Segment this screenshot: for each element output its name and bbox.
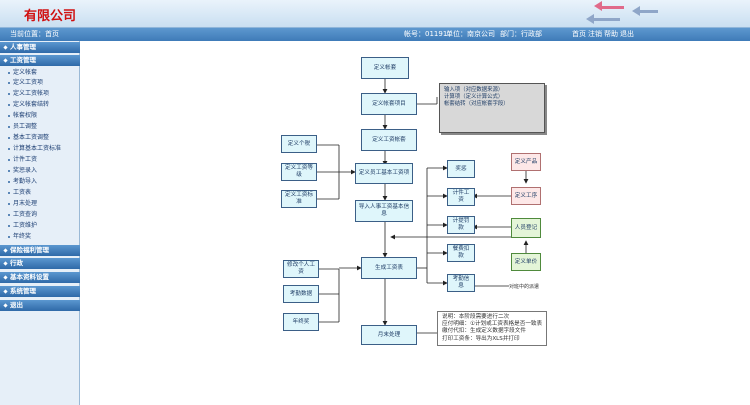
bullet-icon xyxy=(8,92,10,95)
sidebar-cat-system[interactable]: 系统管理 xyxy=(0,286,80,297)
flow-process-notes: 说明：本阶段需要进行二次 应付明细：①计划或工资表格是否一致表 缴付代扣：生成定… xyxy=(437,311,548,346)
home-link[interactable]: 首页 xyxy=(572,30,586,38)
flow-base-wage-items[interactable]: 定义员工基本工资项 xyxy=(355,163,413,184)
flow-define-items[interactable]: 定义帐套项目 xyxy=(361,93,417,115)
note-line: 应付明细：①计划或工资表格是否一致表 xyxy=(442,321,543,328)
sidebar-item[interactable]: 基本工资调整 xyxy=(8,133,49,142)
item-type-line: 帐套结转（对应帐套字段） xyxy=(444,101,509,107)
flow-generate-sheet[interactable]: 生成工资表 xyxy=(361,257,417,279)
sidebar-item[interactable]: 计算基本工资标准 xyxy=(8,144,61,153)
decor-arrow-icon xyxy=(586,14,594,24)
flow-item-types: 输入项（对应数据来源） 计算项（定义计算公式） 帐套结转（对应帐套字段） xyxy=(439,83,545,133)
flow-define-price[interactable]: 定义单价 xyxy=(511,253,541,271)
sidebar-item[interactable]: 奖惩录入 xyxy=(8,166,37,175)
decor-arrow-icon xyxy=(632,6,640,16)
sidebar-item[interactable]: 定义帐套 xyxy=(8,68,37,77)
bullet-icon xyxy=(8,114,10,117)
bullet-icon xyxy=(8,81,10,84)
sidebar-item[interactable]: 定义工资项 xyxy=(8,78,43,87)
sidebar-cat-welfare[interactable]: 保险福利管理 xyxy=(0,245,80,256)
flow-piece-wage[interactable]: 计件工资 xyxy=(447,188,475,206)
menu-icon xyxy=(3,57,8,63)
sidebar-item[interactable]: 定义帐套结转 xyxy=(8,100,49,109)
header-banner: 有限公司 xyxy=(0,0,750,28)
item-type-line: 计算项（定义计算公式） xyxy=(444,94,504,100)
flow-reward-punish[interactable]: 奖惩 xyxy=(447,160,475,178)
sidebar-cat-payroll[interactable]: 工资管理 xyxy=(0,55,80,66)
menu-icon xyxy=(3,44,8,50)
flow-fines[interactable]: 计提罚款 xyxy=(447,216,475,234)
note-line: 说明：本阶段需要进行二次 xyxy=(442,314,510,320)
bullet-icon xyxy=(8,71,10,74)
sidebar-item[interactable]: 计件工资 xyxy=(8,155,37,164)
exit-link[interactable]: 退出 xyxy=(620,30,634,38)
sidebar-cat-admin[interactable]: 行政 xyxy=(0,258,80,269)
flow-attendance-info[interactable]: 考勤信息 xyxy=(447,274,475,292)
sidebar-item[interactable]: 帐套权限 xyxy=(8,111,37,120)
flow-year-end[interactable]: 年终奖 xyxy=(283,313,319,331)
bullet-icon xyxy=(8,158,10,161)
flow-define-product[interactable]: 定义产品 xyxy=(511,153,541,171)
flow-define-grade[interactable]: 定义工资等级 xyxy=(281,163,317,181)
bullet-icon xyxy=(8,103,10,106)
menu-icon xyxy=(3,288,8,294)
menu-icon xyxy=(3,274,8,280)
flowchart-connectors xyxy=(317,79,529,334)
flowchart-area: 定义帐套 定义帐套项目 定义工资帐套 输入项（对应数据来源） 计算项（定义计算公… xyxy=(81,41,750,405)
sidebar: 人事管理 工资管理 定义帐套 定义工资项 定义工资帐项 定义帐套结转 帐套权限 … xyxy=(0,41,80,405)
flow-define-standard[interactable]: 定义工资标准 xyxy=(281,190,317,208)
sidebar-cat-exit[interactable]: 退出 xyxy=(0,300,80,311)
flow-adjust-personal[interactable]: 修改个人工资 xyxy=(283,260,319,278)
flow-meal-deduction[interactable]: 餐费扣款 xyxy=(447,244,475,262)
flow-define-tax[interactable]: 定义个税 xyxy=(281,135,317,153)
help-link[interactable]: 帮助 xyxy=(604,30,618,38)
sidebar-cat-basic[interactable]: 基本资料设置 xyxy=(0,272,80,283)
sidebar-item[interactable]: 工资维护 xyxy=(8,221,37,230)
logout-link[interactable]: 注销 xyxy=(588,30,602,38)
note-line: 打印工资条：导出为XLS并打印 xyxy=(442,335,520,342)
flow-month-end[interactable]: 月末处理 xyxy=(361,325,417,345)
bullet-icon xyxy=(8,147,10,150)
unit-label: 单位：南京公司 xyxy=(446,30,495,38)
sidebar-item[interactable]: 年终奖 xyxy=(8,232,31,241)
sidebar-item[interactable]: 员工调整 xyxy=(8,122,37,131)
sidebar-item[interactable]: 工资查询 xyxy=(8,210,37,219)
company-name: 有限公司 xyxy=(24,9,77,24)
flow-import-hr[interactable]: 导入人事工资基本信息 xyxy=(355,200,413,222)
menu-icon xyxy=(3,260,8,266)
account-label: 帐号：01191 xyxy=(404,30,448,38)
sidebar-item[interactable]: 月末处理 xyxy=(8,199,37,208)
sidebar-item[interactable]: 工资表 xyxy=(8,188,31,197)
bullet-icon xyxy=(8,125,10,128)
flow-define-acct[interactable]: 定义工资帐套 xyxy=(361,129,417,151)
decor-arrow-icon xyxy=(594,1,602,11)
decor-bar xyxy=(594,18,620,21)
bullet-icon xyxy=(8,136,10,139)
breadcrumb: 当前位置：首页 xyxy=(10,30,59,38)
flow-small-note: 对班中的派遣 xyxy=(509,284,540,290)
sidebar-cat-hr[interactable]: 人事管理 xyxy=(0,42,80,53)
menu-icon xyxy=(3,247,8,253)
info-bar: 当前位置：首页 帐号：01191 单位：南京公司 部门：行政部 首页 注销 帮助… xyxy=(0,28,750,41)
bullet-icon xyxy=(8,202,10,205)
bullet-icon xyxy=(8,191,10,194)
item-type-line: 输入项（对应数据来源） xyxy=(444,87,504,93)
note-line: 缴付代扣：生成定义数据字段文件 xyxy=(442,328,526,335)
flow-staff-register[interactable]: 人员登记 xyxy=(511,218,541,238)
sidebar-item[interactable]: 考勤导入 xyxy=(8,177,37,186)
decor-bar xyxy=(600,6,624,9)
decor-bar xyxy=(640,10,658,13)
bullet-icon xyxy=(8,235,10,238)
dept-label: 部门：行政部 xyxy=(500,30,542,38)
bullet-icon xyxy=(8,180,10,183)
flow-define-set[interactable]: 定义帐套 xyxy=(361,57,409,79)
flow-define-process[interactable]: 定义工序 xyxy=(511,187,541,205)
sidebar-item[interactable]: 定义工资帐项 xyxy=(8,89,49,98)
menu-icon xyxy=(3,302,8,308)
bullet-icon xyxy=(8,169,10,172)
flow-attendance-data[interactable]: 考勤数据 xyxy=(283,285,319,303)
bullet-icon xyxy=(8,224,10,227)
bullet-icon xyxy=(8,213,10,216)
